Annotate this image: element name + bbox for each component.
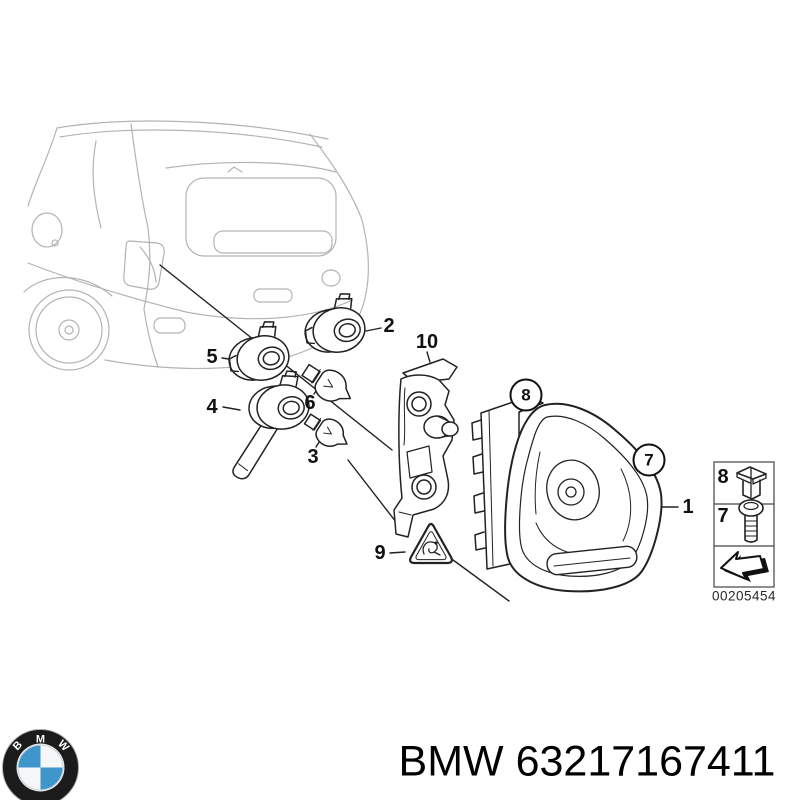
direction-arrow-icon [720, 551, 769, 582]
bulb-holder-2 [304, 293, 366, 353]
warning-triangle-icon [409, 522, 453, 565]
callout-2: 2 [383, 315, 395, 337]
bulb-3 [303, 413, 348, 447]
callout-3: 3 [307, 446, 319, 468]
bulb-holder-4 [232, 370, 310, 480]
expanding-rivet-icon [736, 466, 767, 500]
footer-part-title: BMW 63217167411 [398, 737, 776, 786]
callout-1: 1 [682, 496, 694, 518]
tail-light-lens [504, 402, 663, 593]
callout-8-circled: 8 [509, 378, 543, 412]
legend-label-7: 7 [717, 505, 729, 527]
legend-label-8: 8 [717, 466, 729, 488]
legend-part-number: 00205454 [711, 588, 777, 604]
bmw-roundel-icon: B M W [1, 728, 80, 800]
callout-9: 9 [374, 542, 386, 564]
parts-diagram [23, 120, 775, 602]
bulb-holder-5 [228, 321, 290, 381]
callout-5: 5 [206, 346, 218, 368]
callout-10: 10 [415, 331, 439, 353]
bulb-carrier-10 [393, 358, 459, 538]
callout-7-circled: 7 [632, 443, 666, 477]
callout-6: 6 [304, 392, 316, 414]
roundel-letter-m: M [36, 734, 45, 746]
screw-icon [738, 499, 764, 543]
callout-4: 4 [206, 396, 218, 418]
car-rear-illustration [23, 120, 369, 371]
bulb-6 [301, 363, 352, 402]
